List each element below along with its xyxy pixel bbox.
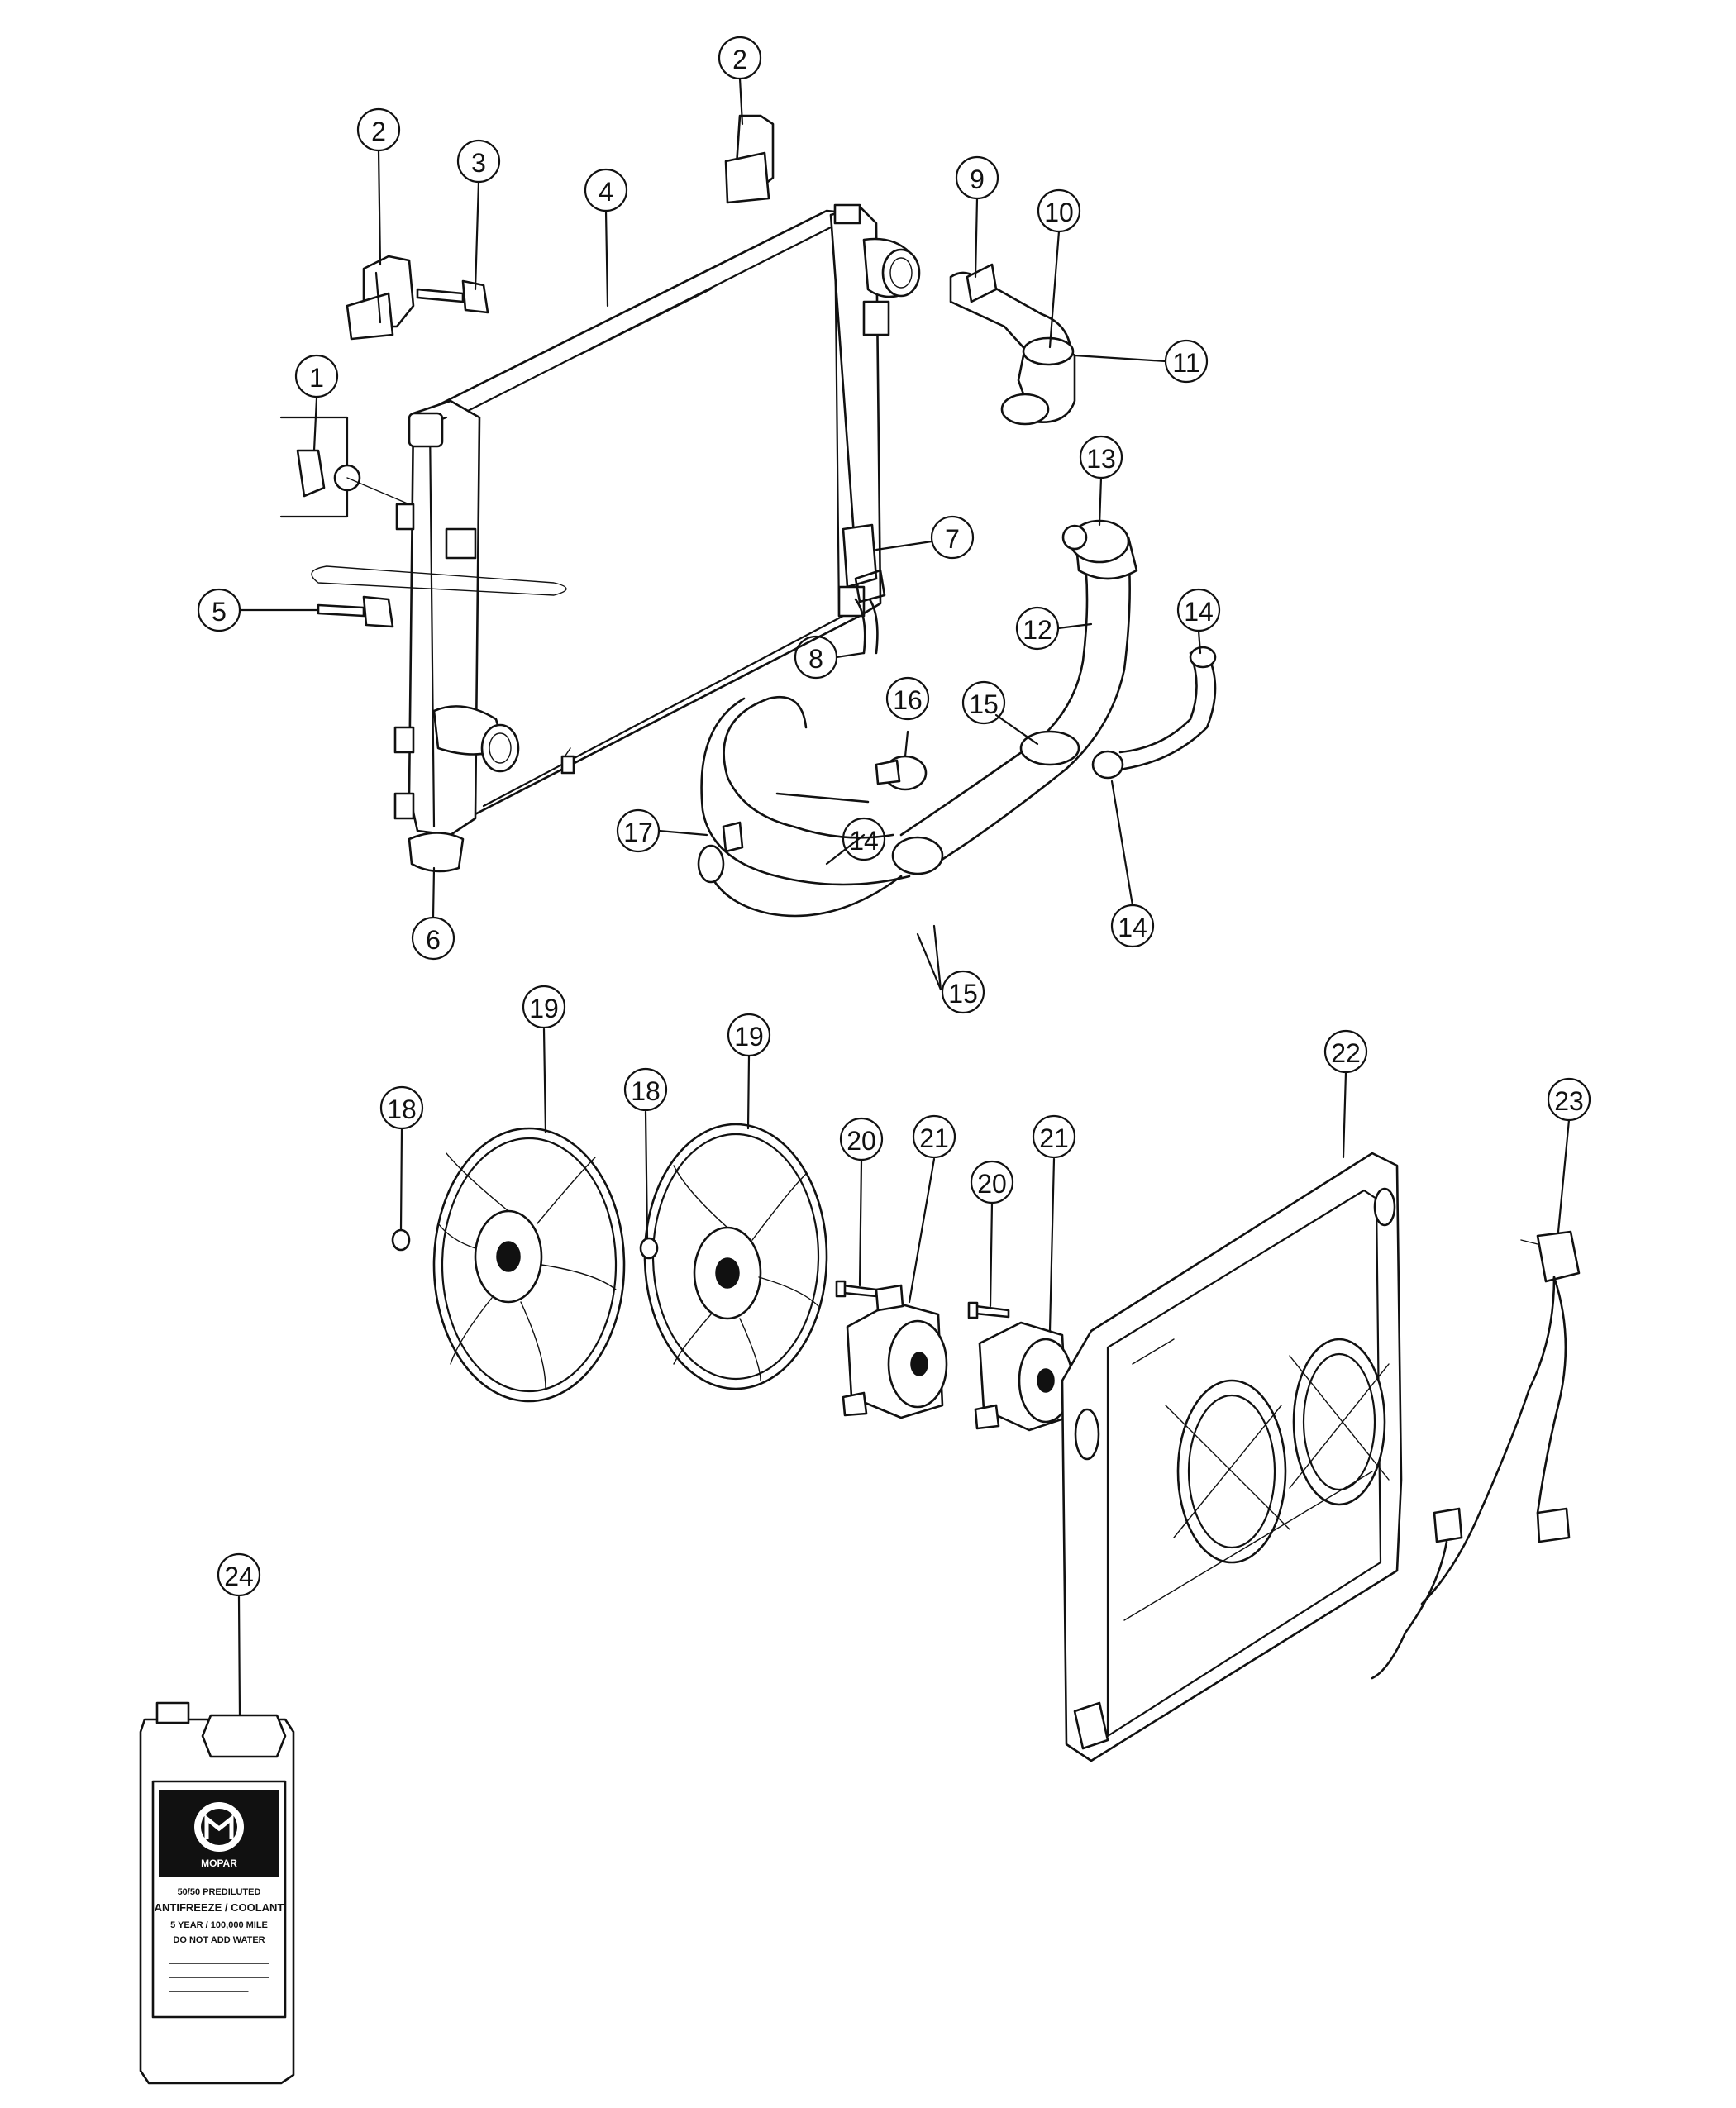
svg-text:18: 18 [631,1076,661,1106]
callout-2-right: 2 [718,36,762,80]
callout-18-right: 18 [623,1067,668,1112]
callout-17: 17 [616,808,661,853]
fan-shroud [1061,1152,1403,1762]
upper-isolator-bracket-right [724,114,775,204]
fan-blade-left [432,1127,626,1403]
svg-text:13: 13 [1086,444,1116,474]
leader-lines [237,77,1571,1717]
wiring-harness [1371,1230,1581,1680]
fan-blade-right [643,1123,828,1390]
jug-brand-text: MOPAR [201,1858,237,1869]
svg-text:11: 11 [1172,348,1199,378]
svg-text:19: 19 [529,994,559,1023]
motor-screw-left [835,1280,878,1298]
callout-19-left: 19 [522,985,566,1029]
callout-2-left: 2 [356,107,401,152]
svg-text:17: 17 [623,818,653,847]
callout-23: 23 [1547,1077,1591,1122]
svg-text:14: 14 [849,826,879,856]
svg-text:20: 20 [847,1126,876,1156]
jug-line-3: 5 YEAR / 100,000 MILE [170,1920,268,1930]
svg-text:1: 1 [309,363,324,393]
callout-8: 8 [794,635,838,680]
svg-text:8: 8 [808,644,823,674]
svg-text:21: 21 [919,1123,949,1153]
svg-text:9: 9 [970,165,985,194]
svg-text:19: 19 [734,1022,764,1052]
fan-motor-right [974,1321,1074,1432]
fan-nut-right [639,1237,659,1260]
jug-line-1: 50/50 PREDILUTED [178,1887,261,1897]
callouts: 1 2 2 3 4 5 6 7 8 9 10 11 12 13 14 14 14… [197,36,1591,1597]
upper-isolator-bracket-left [346,255,415,341]
callout-15-lower: 15 [941,970,985,1014]
svg-text:4: 4 [599,177,613,207]
callout-14-bypass: 14 [842,817,886,861]
upper-radiator-hose [949,263,1076,426]
svg-text:18: 18 [387,1095,417,1124]
svg-text:14: 14 [1184,597,1214,627]
heater-hose-part-14 [1091,646,1217,780]
fan-motor-left [842,1284,948,1419]
callout-4: 4 [584,168,628,212]
svg-text:24: 24 [224,1562,254,1591]
callout-20-left: 20 [839,1117,884,1161]
svg-text:7: 7 [945,524,960,554]
bolt-part-3 [416,279,489,314]
jug-line-4: DO NOT ADD WATER [173,1935,265,1945]
callout-21-left: 21 [912,1114,956,1159]
radiator [393,203,921,873]
callout-5: 5 [197,588,241,632]
coolant-jug: MOPAR 50/50 PREDILUTED ANTIFREEZE / COOL… [139,1701,295,2085]
callout-10: 10 [1037,188,1081,233]
svg-text:14: 14 [1118,913,1147,942]
svg-text:2: 2 [732,45,747,74]
svg-text:22: 22 [1331,1038,1361,1068]
overflow-hose-part-8 [854,569,886,655]
callout-20-right: 20 [970,1160,1014,1204]
svg-text:5: 5 [212,597,227,627]
fan-nut-left [391,1228,411,1252]
lower-radiator-hose [891,519,1138,875]
callout-7: 7 [930,515,975,560]
jug-line-2: ANTIFREEZE / COOLANT [155,1901,284,1914]
svg-text:15: 15 [948,979,978,1009]
svg-text:20: 20 [977,1169,1007,1199]
callout-14-upper: 14 [1176,588,1221,632]
motor-screw-right [967,1301,1010,1319]
callout-9: 9 [955,155,999,200]
callout-16: 16 [885,676,930,721]
svg-text:16: 16 [893,685,923,715]
callout-11: 11 [1164,339,1209,384]
callout-18-left: 18 [379,1085,424,1130]
callout-3: 3 [456,139,501,184]
bolt-part-5 [311,565,567,628]
callout-15-upper: 15 [961,680,1006,725]
callout-24: 24 [217,1552,261,1597]
svg-text:15: 15 [969,689,999,719]
svg-text:6: 6 [426,925,441,955]
callout-6: 6 [411,916,455,961]
svg-text:10: 10 [1044,198,1074,227]
callout-1: 1 [294,354,339,398]
callout-19-right: 19 [727,1013,771,1057]
svg-text:3: 3 [471,148,486,178]
svg-text:23: 23 [1554,1086,1584,1116]
svg-text:2: 2 [371,117,386,146]
bypass-hose-part-16 [697,695,928,918]
svg-text:21: 21 [1039,1123,1069,1153]
callout-13: 13 [1079,435,1123,479]
svg-text:12: 12 [1023,615,1052,645]
callout-22: 22 [1323,1029,1368,1074]
callout-14-lower: 14 [1110,904,1155,948]
callout-12: 12 [1015,606,1060,651]
radiator-cap-part-1 [279,416,410,518]
callout-21-right: 21 [1032,1114,1076,1159]
